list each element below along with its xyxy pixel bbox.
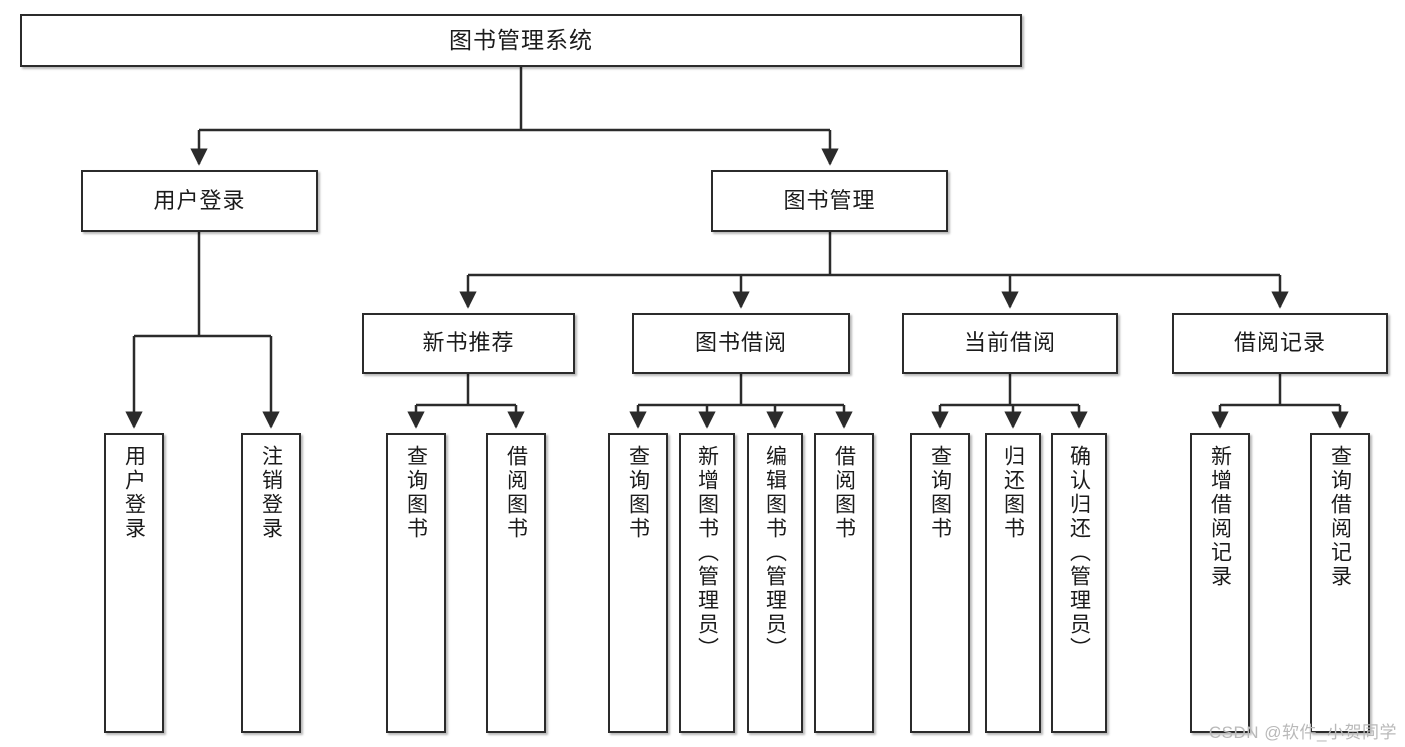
node-book-borrow-label: 图书借阅 xyxy=(694,330,787,356)
node-leaf-user-login-label: 用户登录 xyxy=(122,445,146,541)
node-leaf-query-borrow-record-label: 查询借阅记录 xyxy=(1328,445,1352,589)
node-new-book-rec[interactable]: 新书推荐 xyxy=(362,313,575,374)
node-leaf-add-borrow-record[interactable]: 新增借阅记录 xyxy=(1190,433,1250,733)
node-leaf-borrow-book-rec-label: 借阅图书 xyxy=(504,445,528,541)
node-user-login-label: 用户登录 xyxy=(153,187,246,213)
node-leaf-add-borrow-record-label: 新增借阅记录 xyxy=(1208,445,1232,589)
node-book-manage[interactable]: 图书管理 xyxy=(711,170,948,232)
node-leaf-user-logout-label: 注销登录 xyxy=(259,445,283,541)
node-leaf-query-book-borrow[interactable]: 查询图书 xyxy=(608,433,668,733)
node-leaf-return-book[interactable]: 归还图书 xyxy=(985,433,1041,733)
node-leaf-edit-book-label: 编辑图书（管理员） xyxy=(763,445,787,661)
node-leaf-edit-book[interactable]: 编辑图书（管理员） xyxy=(747,433,803,733)
node-current-borrow[interactable]: 当前借阅 xyxy=(902,313,1118,374)
csdn-watermark: CSDN @软件_小贺同学 xyxy=(1208,723,1397,742)
node-leaf-confirm-return-label: 确认归还（管理员） xyxy=(1067,445,1091,661)
node-leaf-user-logout[interactable]: 注销登录 xyxy=(241,433,301,733)
node-leaf-query-book-rec[interactable]: 查询图书 xyxy=(386,433,446,733)
node-leaf-user-login[interactable]: 用户登录 xyxy=(104,433,164,733)
node-leaf-query-book-cur[interactable]: 查询图书 xyxy=(910,433,970,733)
node-current-borrow-label: 当前借阅 xyxy=(963,330,1056,356)
node-borrow-record-label: 借阅记录 xyxy=(1233,330,1326,356)
node-user-login[interactable]: 用户登录 xyxy=(81,170,318,232)
node-leaf-add-book-label: 新增图书（管理员） xyxy=(695,445,719,661)
node-root[interactable]: 图书管理系统 xyxy=(20,14,1022,67)
node-leaf-query-book-cur-label: 查询图书 xyxy=(928,445,952,541)
node-leaf-query-book-rec-label: 查询图书 xyxy=(404,445,428,541)
node-leaf-borrow-book-label: 借阅图书 xyxy=(832,445,856,541)
node-leaf-return-book-label: 归还图书 xyxy=(1001,445,1025,541)
node-leaf-borrow-book-rec[interactable]: 借阅图书 xyxy=(486,433,546,733)
node-leaf-query-borrow-record[interactable]: 查询借阅记录 xyxy=(1310,433,1370,733)
node-borrow-record[interactable]: 借阅记录 xyxy=(1172,313,1388,374)
node-book-borrow[interactable]: 图书借阅 xyxy=(632,313,850,374)
node-leaf-query-book-borrow-label: 查询图书 xyxy=(626,445,650,541)
node-leaf-borrow-book[interactable]: 借阅图书 xyxy=(814,433,874,733)
node-leaf-confirm-return[interactable]: 确认归还（管理员） xyxy=(1051,433,1107,733)
node-new-book-rec-label: 新书推荐 xyxy=(422,330,515,356)
node-leaf-add-book[interactable]: 新增图书（管理员） xyxy=(679,433,735,733)
node-book-manage-label: 图书管理 xyxy=(783,187,876,213)
node-root-label: 图书管理系统 xyxy=(449,26,593,53)
